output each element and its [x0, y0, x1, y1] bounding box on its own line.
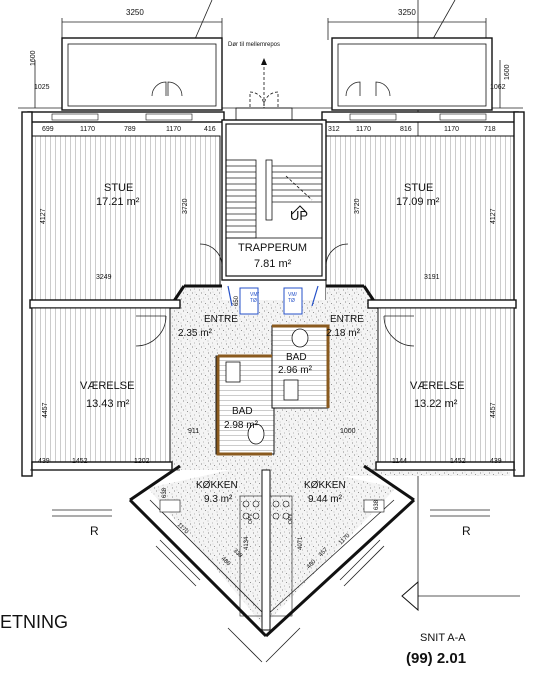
- dim-row-left-3: 1170: [166, 126, 182, 133]
- kokken-floor: [148, 470, 396, 626]
- dim-stue-left-h: 4127: [40, 208, 47, 224]
- dim-kokken-right-a: 638: [374, 499, 380, 510]
- dim-vaerelse-right-h: 4457: [490, 402, 497, 418]
- dim-balcony-left-w: 1025: [34, 84, 50, 91]
- r-left-marker: R: [90, 524, 99, 538]
- dim-stue-right-w: 3720: [354, 198, 361, 214]
- door-swing-vaerelse-right: [383, 315, 415, 347]
- dim-mid-left: 3249: [96, 274, 112, 281]
- wall-bottom-left: [31, 461, 173, 471]
- stue-left-floor: [29, 135, 221, 301]
- dim-row-right-0: 312: [328, 126, 340, 133]
- dim-kokken-left-a: 638: [162, 487, 168, 498]
- dim-vaerelse-left-w: 911: [188, 428, 200, 435]
- entre-right-area: 2.18 m²: [326, 328, 360, 339]
- dim-row-right-2: 816: [400, 126, 412, 133]
- etning-caption: ETNING: [0, 612, 69, 632]
- kokken-left-name: KØKKEN: [196, 480, 238, 491]
- kitchen-walls: [128, 464, 416, 638]
- dim-row-right-3: 1170: [444, 126, 460, 133]
- vaerelse-right-area: 13.22 m²: [414, 398, 458, 410]
- snit-label: SNIT A-A: [420, 632, 466, 644]
- dim-vaerelse-right-w: 1000: [340, 428, 356, 435]
- vaerelse-left-area: 13.43 m²: [86, 398, 130, 410]
- dim-bottom-right-0: 1144: [392, 458, 408, 465]
- balcony-left: [61, 37, 223, 111]
- vm-right-label: VM/ TØ: [288, 292, 297, 304]
- dim-stue-left-w: 3720: [182, 198, 189, 214]
- dim-row-left-4: 416: [204, 126, 216, 133]
- dim-stue-right-h: 4127: [490, 208, 497, 224]
- wall-left: [21, 111, 33, 477]
- bottom-windows: [52, 509, 490, 587]
- kokken-left-area: 9.3 m²: [204, 494, 233, 505]
- dim-row-left-1: 1170: [80, 126, 96, 133]
- entre-left-name: ENTRE: [204, 314, 238, 325]
- sheet-number: (99) 2.01: [406, 650, 467, 667]
- dim-kokken-right-c: 4071: [298, 536, 304, 550]
- stue-right-floor: [325, 135, 517, 301]
- bad-left-area: 2.98 m²: [224, 420, 258, 431]
- top-windows: [51, 113, 487, 121]
- trapperum-name: TRAPPERUM: [238, 242, 308, 254]
- dim-bottom-right-1: 1452: [450, 458, 466, 465]
- dim-top-left: 3250: [126, 8, 144, 17]
- dim-row-right-4: 718: [484, 126, 496, 133]
- door-swing-vaerelse-left: [135, 315, 167, 347]
- staircase: [199, 119, 349, 281]
- bad-right-area: 2.96 m²: [278, 365, 312, 376]
- vaerelse-left-floor: [31, 307, 171, 463]
- dim-bottom-left-0: 439: [38, 458, 50, 465]
- trapperum-area: 7.81 m²: [254, 258, 292, 270]
- kokken-right-area: 9.44 m²: [308, 494, 342, 505]
- stair-landing-door: [235, 58, 293, 121]
- dim-row-left-0: 699: [42, 126, 54, 133]
- stue-left-area: 17.21 m²: [96, 196, 140, 208]
- wall-mid-right: [367, 299, 517, 309]
- r-right-marker: R: [462, 524, 471, 538]
- opv-left-label: OPV.: [248, 512, 254, 525]
- dim-balcony-left-h: 1600: [30, 50, 37, 66]
- dim-balcony-right-h: 1600: [504, 64, 511, 80]
- dim-bottom-left-2: 1202: [134, 458, 150, 465]
- dim-entre-small: 650: [234, 295, 240, 306]
- vm-left-label: VM/ TØ: [250, 292, 259, 304]
- wall-mid-left: [29, 299, 181, 309]
- dim-mid-right: 3191: [424, 274, 440, 281]
- bottom-dimension-lines: [30, 469, 516, 663]
- balcony-right: [331, 37, 493, 111]
- dim-bottom-right-2: 439: [490, 458, 502, 465]
- bathroom-block: [215, 285, 330, 456]
- dim-row-left-2: 789: [124, 126, 136, 133]
- entre-left-area: 2.35 m²: [178, 328, 212, 339]
- vaerelse-left-name: VÆRELSE: [80, 380, 135, 392]
- wall-right: [513, 111, 525, 477]
- dim-row-right-1: 1170: [356, 126, 372, 133]
- door-note: Dør til mellemrepos: [228, 42, 281, 48]
- stue-right-area: 17.09 m²: [396, 196, 440, 208]
- stue-left-name: STUE: [104, 182, 134, 194]
- bad-right-name: BAD: [286, 352, 307, 363]
- kokken-right-name: KØKKEN: [304, 480, 346, 491]
- dim-vaerelse-left-h: 4457: [42, 402, 49, 418]
- dim-top-right: 3250: [398, 8, 416, 17]
- entre-right-name: ENTRE: [330, 314, 364, 325]
- vaerelse-right-name: VÆRELSE: [410, 380, 465, 392]
- dim-bottom-left-1: 1452: [72, 458, 88, 465]
- dim-balcony-right-w: 1062: [490, 84, 506, 91]
- bad-left-name: BAD: [232, 406, 253, 417]
- stair-up-label: UP: [290, 208, 309, 223]
- vaerelse-right-floor: [377, 307, 515, 463]
- dim-kokken-left-c: 4134: [244, 536, 250, 550]
- opv-right-label: OPV.: [288, 512, 294, 525]
- stue-right-name: STUE: [404, 182, 434, 194]
